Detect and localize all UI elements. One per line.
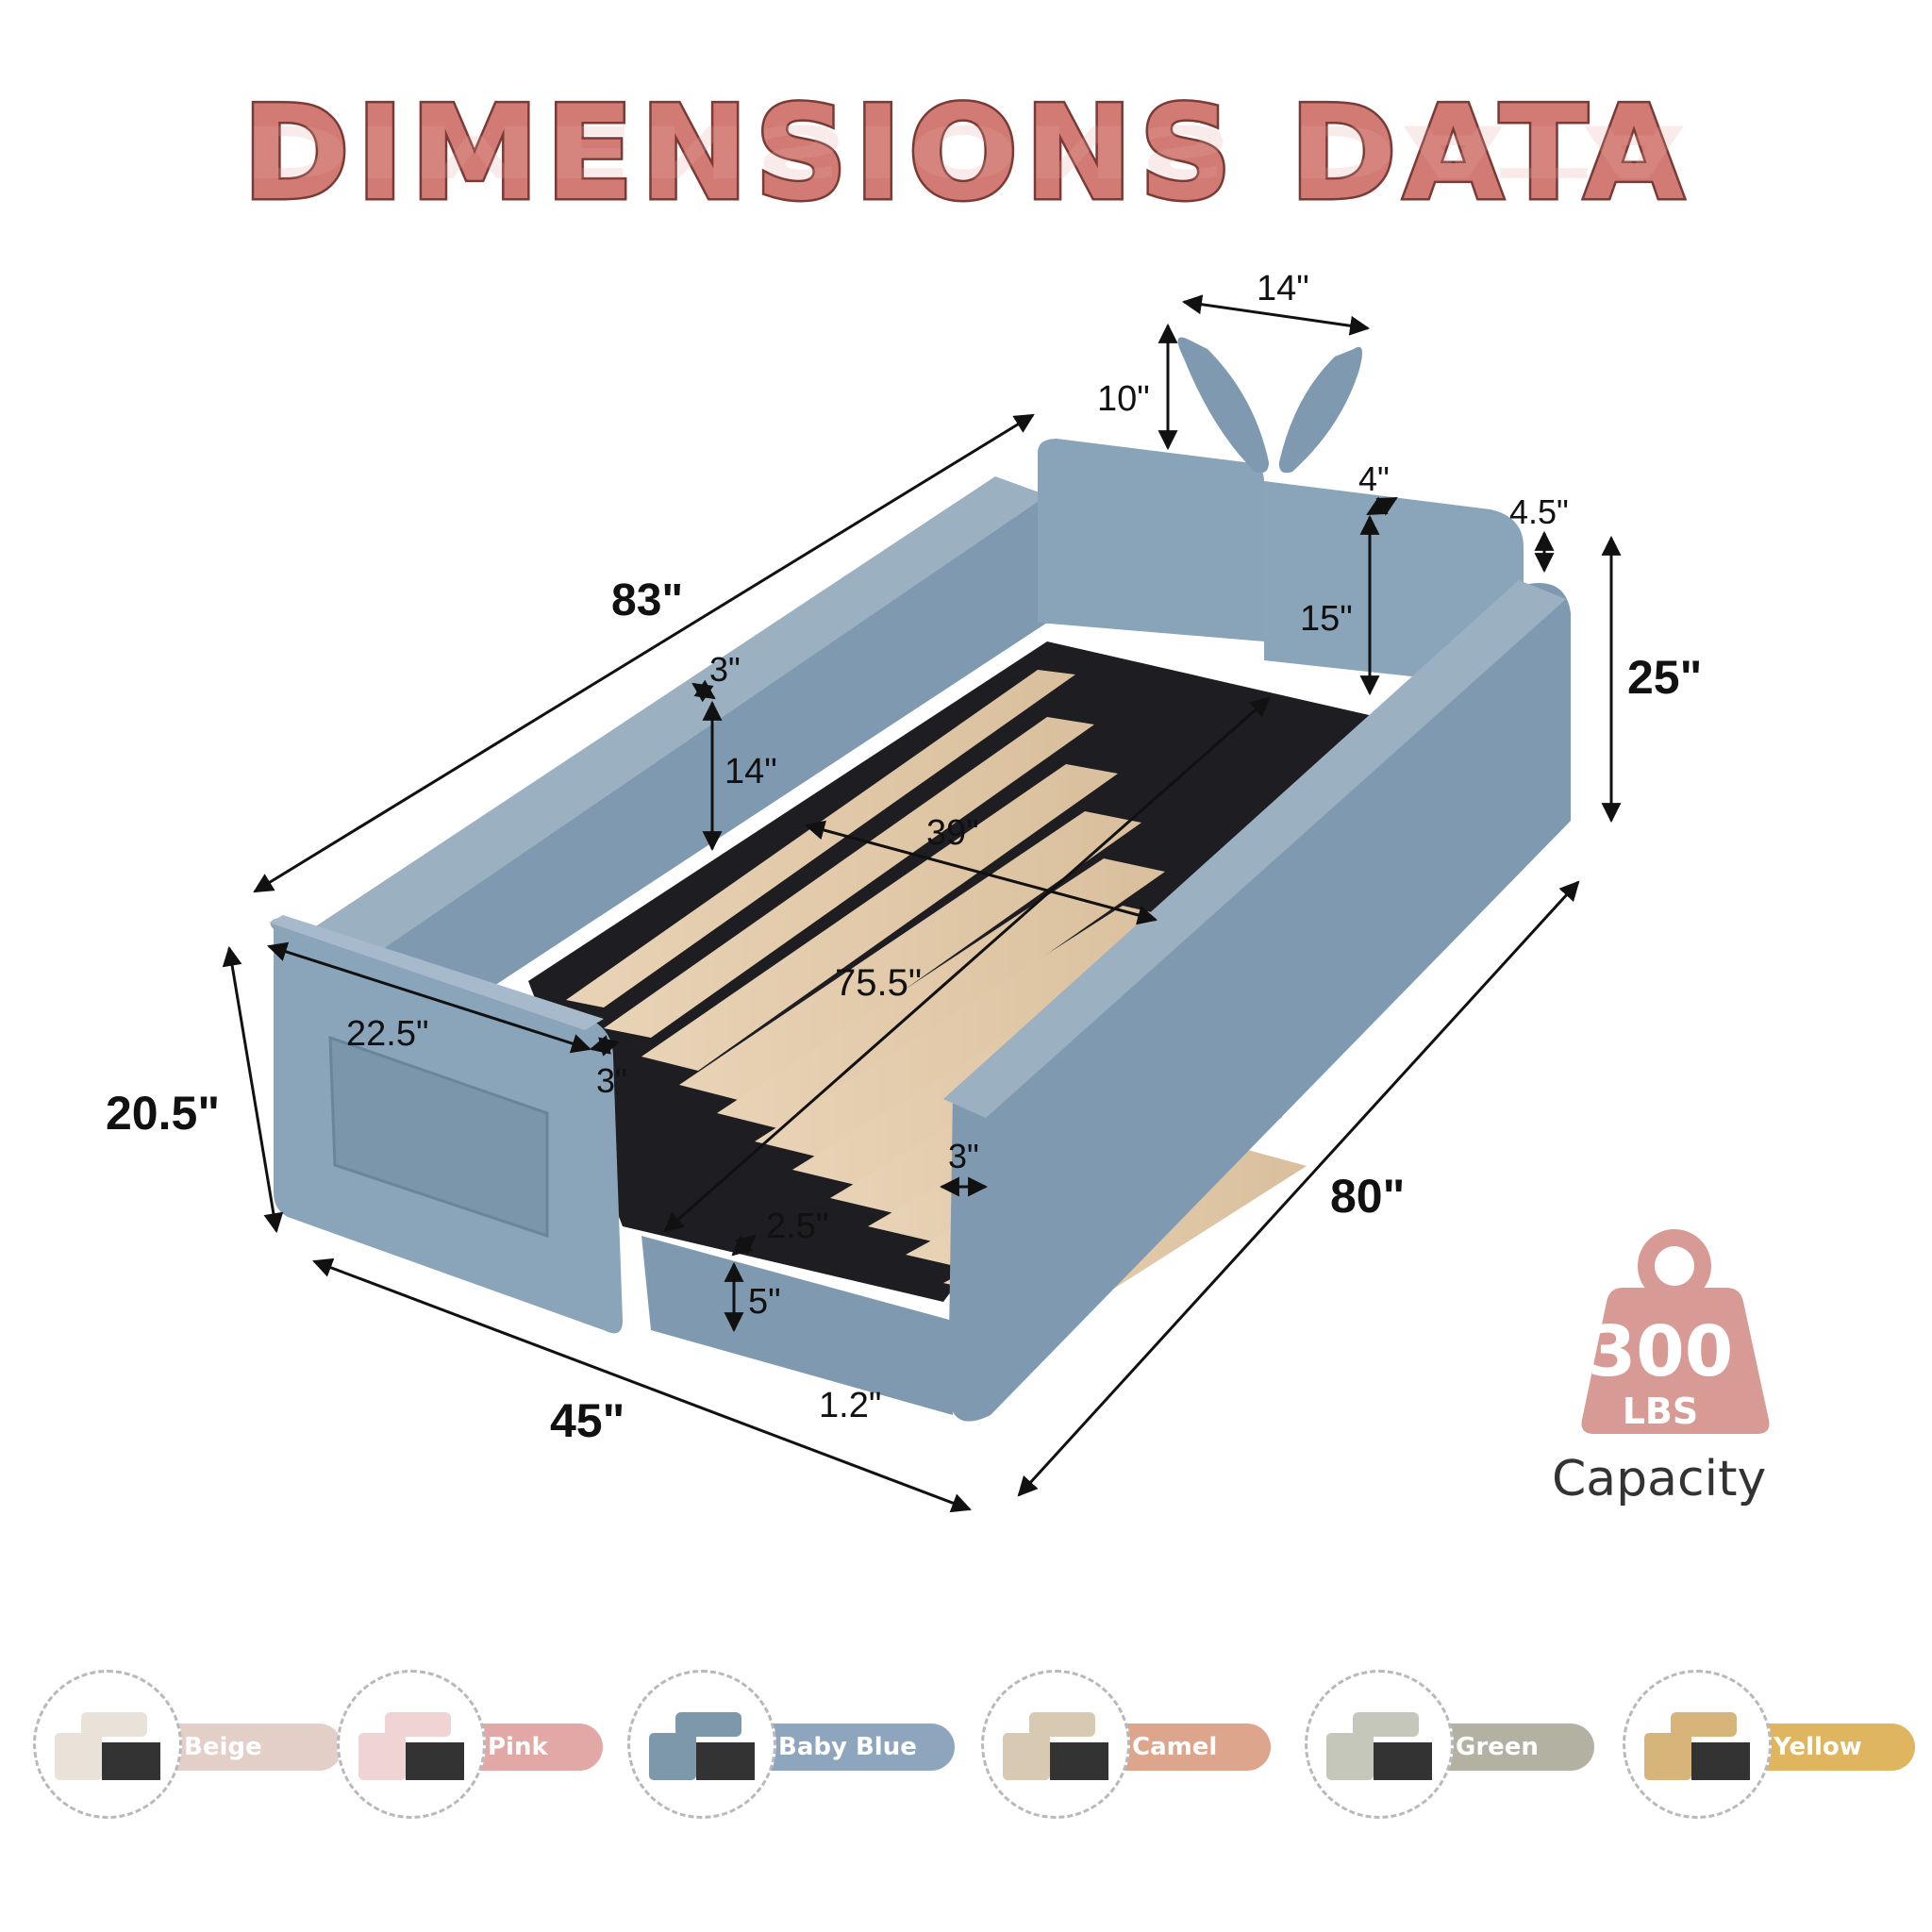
- mini-bed-icon: [1326, 1712, 1432, 1780]
- label-leg-height: 1.2": [819, 1386, 881, 1425]
- color-name: Camel: [1132, 1733, 1218, 1761]
- dim-line-side-depth: [267, 941, 591, 1054]
- color-thumbnail: [33, 1670, 182, 1819]
- capacity-value: 300: [1587, 1311, 1734, 1392]
- label-front-rail-height: 5": [748, 1282, 781, 1322]
- dim-line-overall-length: [253, 413, 1035, 893]
- label-inner-width: 39": [926, 813, 979, 853]
- color-name: Pink: [488, 1733, 548, 1761]
- label-side-length: 80": [1330, 1170, 1405, 1223]
- label-front-height: 20.5": [106, 1087, 220, 1140]
- page-title: DIMENSIONS DATA: [240, 75, 1690, 232]
- mini-bed-icon: [358, 1712, 464, 1780]
- color-name: Beige: [184, 1733, 262, 1761]
- dim-line-front-rail-gap: [731, 1234, 757, 1257]
- label-inner-length: 75.5": [835, 962, 922, 1004]
- dim-line-side-length: [1017, 880, 1580, 1497]
- color-thumbnail: [1623, 1670, 1772, 1819]
- label-rail-thickness: 3": [709, 650, 741, 689]
- dim-line-rail-thickness: [691, 679, 716, 703]
- color-name: Yellow: [1774, 1733, 1862, 1761]
- label-headboard-height: 15": [1300, 599, 1353, 639]
- label-ear-width: 14": [1257, 269, 1309, 308]
- color-name: Green: [1456, 1733, 1539, 1761]
- weight-icon: [1581, 1229, 1770, 1434]
- capacity-label: Capacity: [1552, 1451, 1767, 1507]
- label-overall-width: 45": [550, 1394, 625, 1447]
- color-thumbnail: [1305, 1670, 1454, 1819]
- label-overall-length: 83": [611, 575, 683, 625]
- capacity-unit: LBS: [1622, 1391, 1699, 1432]
- color-thumbnail: [337, 1670, 486, 1819]
- bunny-ear-right: [1278, 346, 1362, 474]
- dim-line-ear-width: [1181, 294, 1371, 336]
- capacity-badge: 300 LBS: [1547, 1236, 1802, 1519]
- color-name: Baby Blue: [778, 1733, 917, 1761]
- label-total-height: 25": [1627, 651, 1702, 704]
- color-thumbnail: [627, 1670, 776, 1819]
- color-thumbnail: [981, 1670, 1130, 1819]
- label-panel-thickness: 4": [1358, 459, 1390, 498]
- label-side-depth: 22.5": [346, 1014, 428, 1054]
- mini-bed-icon: [1644, 1712, 1750, 1780]
- dimension-lines: [222, 294, 1622, 1513]
- headboard: [1038, 439, 1264, 641]
- bunny-ear-left: [1177, 337, 1269, 474]
- dim-line-panel-thickness: [1366, 496, 1398, 516]
- dim-line-side-thickness: [589, 1035, 621, 1057]
- label-front-rail-thickness: 3": [948, 1137, 979, 1175]
- label-top-gap: 4.5": [1509, 492, 1569, 531]
- label-ear-height: 10": [1097, 379, 1150, 419]
- bed-illustration: [269, 337, 1571, 1422]
- label-front-rail-gap: 2.5": [766, 1207, 828, 1246]
- label-rail-height: 14": [724, 752, 777, 791]
- label-side-thickness: 3": [596, 1061, 627, 1100]
- dim-line-inner-length: [663, 696, 1271, 1233]
- mini-bed-icon: [1003, 1712, 1108, 1780]
- mini-bed-icon: [649, 1712, 755, 1780]
- side-pocket: [328, 1035, 549, 1239]
- mini-bed-icon: [55, 1712, 160, 1780]
- dim-line-front-height: [222, 945, 284, 1234]
- dim-line-overall-width: [312, 1257, 972, 1513]
